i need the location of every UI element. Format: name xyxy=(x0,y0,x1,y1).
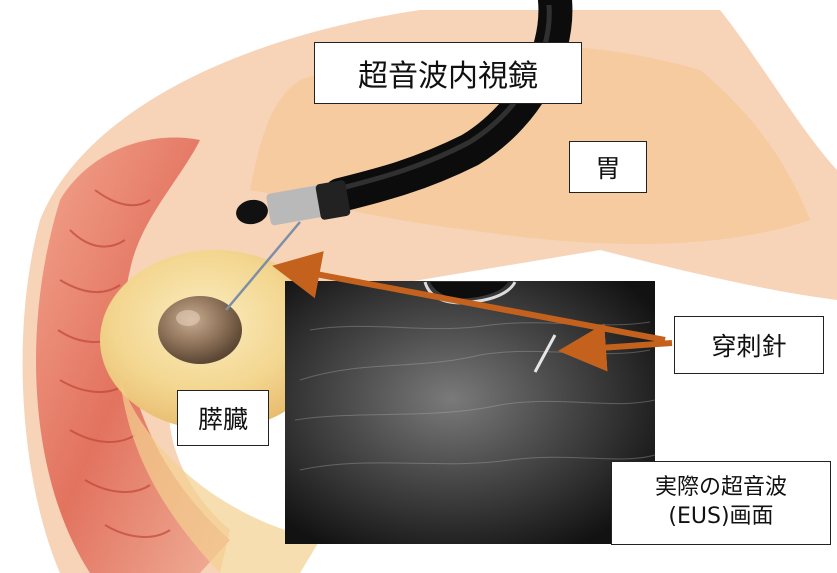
eus-label-line2: (EUS)画面 xyxy=(668,503,773,532)
endoscope-label: 超音波内視鏡 xyxy=(314,42,582,104)
pancreas-label: 膵臓 xyxy=(177,390,269,446)
needle-label: 穿刺針 xyxy=(674,316,824,374)
eus-image xyxy=(285,281,655,544)
stomach-label: 胃 xyxy=(569,141,647,193)
eus-label-line1: 実際の超音波 xyxy=(655,474,787,503)
eus-label: 実際の超音波 (EUS)画面 xyxy=(611,461,831,545)
